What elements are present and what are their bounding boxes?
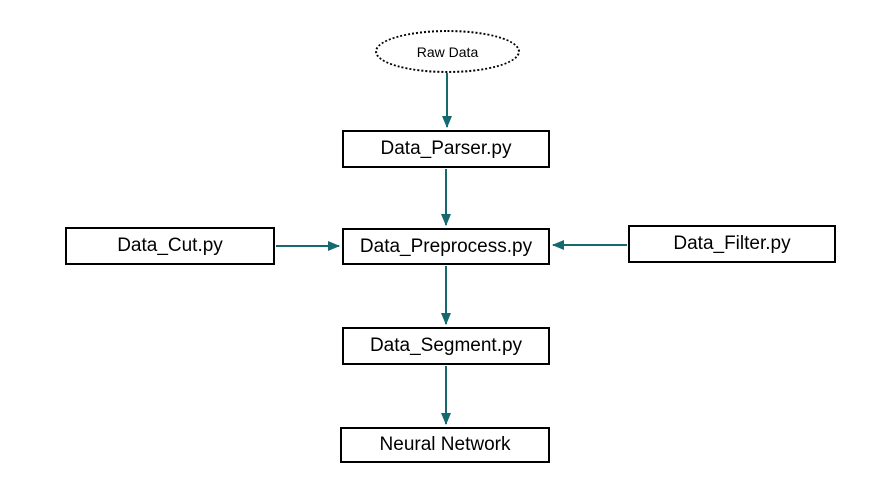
node-neural-network-label: Neural Network bbox=[379, 434, 511, 455]
node-data-parser-label: Data_Parser.py bbox=[380, 138, 512, 159]
node-data-filter: Data_Filter.py bbox=[628, 225, 836, 263]
node-neural-network: Neural Network bbox=[340, 427, 550, 463]
node-data-segment-label: Data_Segment.py bbox=[369, 335, 523, 356]
node-data-preprocess-label: Data_Preprocess.py bbox=[359, 235, 533, 257]
node-data-filter-label: Data_Filter.py bbox=[673, 233, 791, 254]
node-data-parser: Data_Parser.py bbox=[342, 130, 550, 168]
node-raw-data-label: Raw Data bbox=[416, 43, 479, 60]
node-raw-data: Raw Data bbox=[375, 30, 520, 73]
node-data-cut: Data_Cut.py bbox=[65, 227, 275, 265]
node-data-cut-label: Data_Cut.py bbox=[117, 235, 223, 256]
node-data-preprocess: Data_Preprocess.py bbox=[342, 228, 550, 265]
node-data-segment: Data_Segment.py bbox=[342, 327, 550, 365]
